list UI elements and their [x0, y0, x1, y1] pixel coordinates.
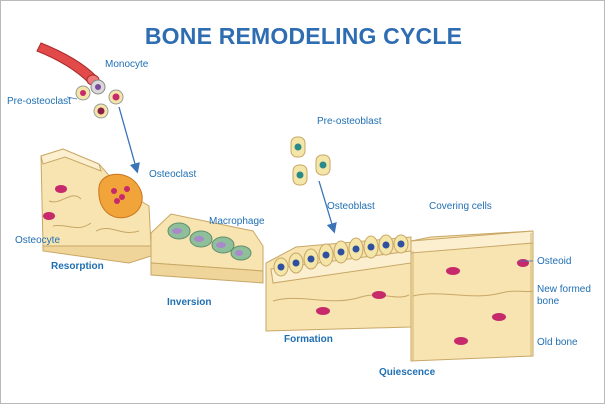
- label-covering-cells: Covering cells: [429, 201, 492, 212]
- quiescence-bone-block: [410, 230, 534, 362]
- phase-inversion: Inversion: [167, 297, 212, 308]
- label-monocyte: Monocyte: [105, 59, 149, 70]
- leader-pre-osteoclast: [66, 96, 78, 100]
- pre-osteoblast-cells: [290, 136, 331, 186]
- label-osteoid: Osteoid: [537, 256, 572, 267]
- label-pre-osteoclast: Pre-osteoclast: [7, 96, 71, 107]
- formation-bone-block: [265, 234, 412, 332]
- phase-quiescence: Quiescence: [379, 367, 436, 378]
- arrow-to-osteoclast: [118, 106, 140, 174]
- label-osteoclast: Osteoclast: [149, 169, 197, 180]
- label-new-formed-bone-line2: bone: [537, 296, 560, 307]
- phase-formation: Formation: [284, 334, 333, 345]
- label-old-bone: Old bone: [537, 337, 578, 348]
- label-macrophage: Macrophage: [209, 216, 265, 227]
- resorption-bone-block: [40, 148, 152, 264]
- blood-vessel: [36, 42, 100, 86]
- label-new-formed-bone-line1: New formed: [537, 284, 591, 295]
- page-title: BONE REMODELING CYCLE: [144, 23, 463, 49]
- inversion-bone-block: [150, 213, 264, 284]
- phase-resorption: Resorption: [51, 261, 104, 272]
- label-osteocyte: Osteocyte: [15, 235, 61, 246]
- arrow-to-osteoblast: [318, 180, 337, 234]
- label-pre-osteoblast: Pre-osteoblast: [317, 116, 382, 127]
- label-osteoblast: Osteoblast: [327, 201, 375, 212]
- pre-osteoclast-cells: [75, 79, 124, 119]
